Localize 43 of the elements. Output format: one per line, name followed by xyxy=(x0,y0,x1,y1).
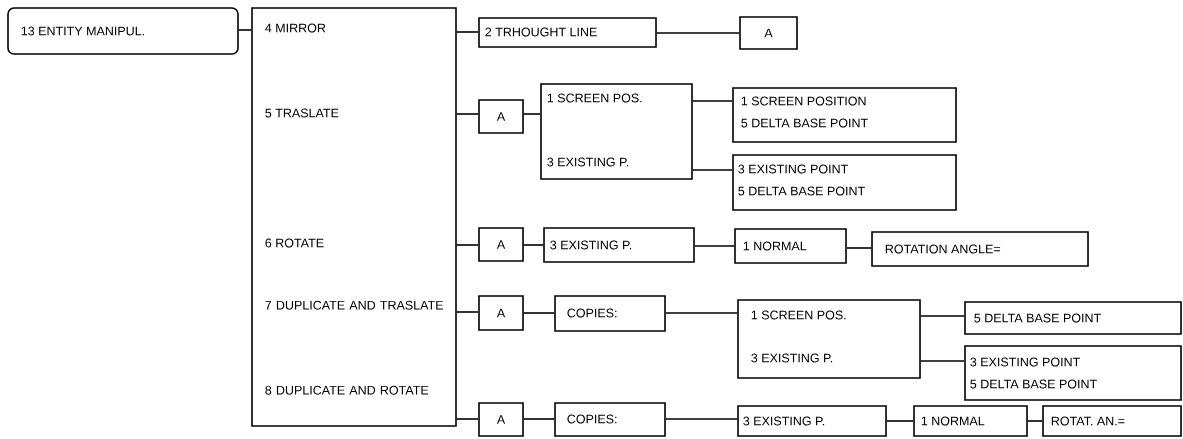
rounded-box: 13 ENTITY MANIPUL. xyxy=(7,7,239,55)
connector-line xyxy=(456,31,479,33)
option-box: ROTAT. AN.= xyxy=(1042,405,1182,437)
connector-line xyxy=(846,247,872,249)
connector-line xyxy=(456,418,479,420)
option-box: 3 EXISTING POINT 5 DELTA BASE POINT xyxy=(964,345,1182,401)
option-box: A xyxy=(478,227,524,262)
connector-line xyxy=(692,169,733,171)
option-box: 5 DELTA BASE POINT xyxy=(964,301,1182,335)
connector-line xyxy=(523,113,541,115)
connector-line xyxy=(456,311,479,313)
connector-line xyxy=(692,100,733,102)
option-box: 1 SCREEN POSITION 5 DELTA BASE POINT xyxy=(732,87,957,143)
connector-line xyxy=(920,315,965,317)
option-box: 1 NORMAL xyxy=(913,405,1028,437)
connector-line xyxy=(886,420,914,422)
connector-line xyxy=(1027,420,1043,422)
option-box: A xyxy=(478,402,524,437)
option-box: 3 EXISTING POINT 5 DELTA BASE POINT xyxy=(732,154,957,211)
connector-line xyxy=(456,244,479,246)
connector-line xyxy=(238,29,252,31)
option-box: 1 NORMAL xyxy=(734,228,847,264)
option-box: 1 SCREEN POS. 3 EXISTING P. xyxy=(737,299,921,379)
option-box: A xyxy=(478,295,524,331)
option-box: A xyxy=(739,16,798,50)
connector-line xyxy=(920,360,965,362)
option-box: 3 EXISTING P. xyxy=(543,227,695,263)
option-box: COPIES: xyxy=(554,295,666,332)
option-box: 2 TRHOUGHT LINE xyxy=(478,17,657,48)
option-box: A xyxy=(478,99,524,134)
option-box: ROTATION ANGLE= xyxy=(871,231,1089,267)
connector-line xyxy=(523,244,544,246)
connector-line xyxy=(523,418,555,420)
connector-line xyxy=(656,32,740,34)
connector-line xyxy=(694,245,735,247)
option-box: COPIES: xyxy=(554,402,666,437)
connector-line xyxy=(456,113,479,115)
option-box: 3 EXISTING P. xyxy=(737,405,887,437)
connector-line xyxy=(665,312,738,314)
menu-box: 4 MIRROR 5 TRASLATE 6 ROTATE 7 DUPLICATE AND TRASLATE 8 DUPLICATE AND ROTATE xyxy=(251,7,457,427)
connector-line xyxy=(523,312,555,314)
option-box: 1 SCREEN POS. 3 EXISTING P. xyxy=(540,83,693,180)
connector-line xyxy=(665,418,738,420)
